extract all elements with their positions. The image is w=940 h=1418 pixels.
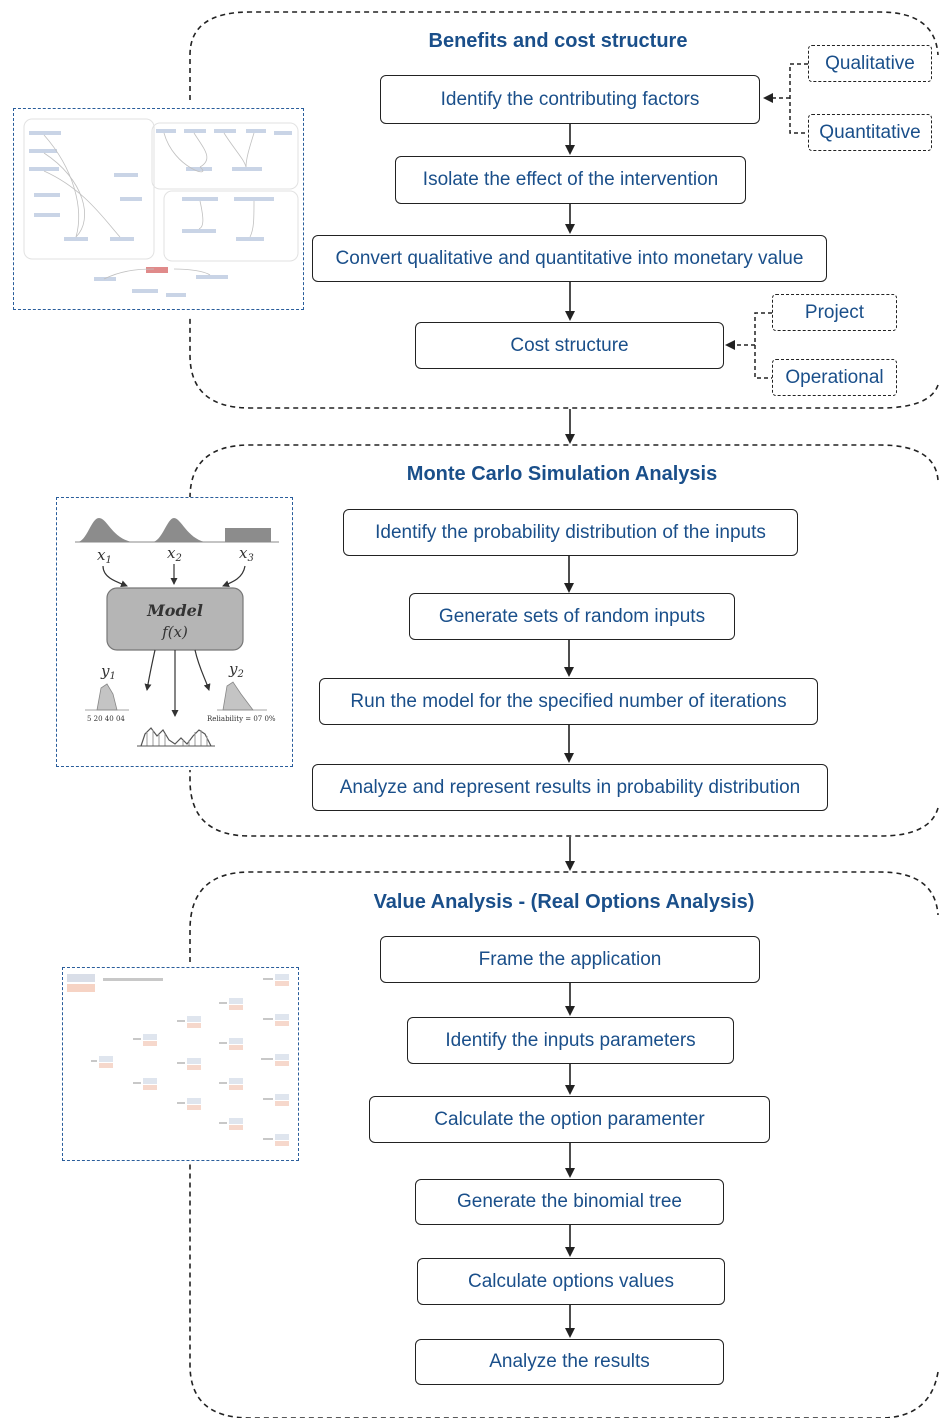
step-analyze-results: Analyze the results — [415, 1339, 724, 1385]
section-montecarlo-outline — [189, 444, 939, 837]
step-convert-monetary: Convert qualitative and quantitative int… — [312, 235, 827, 282]
input-x1-label: x1 — [97, 546, 112, 566]
model-label: Model — [146, 601, 203, 620]
montecarlo-model-thumbnail: x1 x2 x3 Model f(x) y1 y2 5 20 40 04 Rel… — [56, 497, 293, 767]
step-identify-distribution: Identify the probability distribution of… — [343, 509, 798, 556]
section-benefits-outline — [189, 11, 939, 409]
input-distribution-2 — [152, 518, 205, 542]
step-identify-factors: Identify the contributing factors — [380, 75, 760, 124]
tag-qualitative: Qualitative — [808, 45, 932, 82]
output-y1-label: y1 — [100, 662, 116, 682]
input-x3-label: x3 — [239, 544, 254, 564]
tag-operational: Operational — [772, 359, 897, 396]
tag-project: Project — [772, 294, 897, 331]
output-distribution-1 — [96, 683, 118, 711]
step-identify-inputs: Identify the inputs parameters — [407, 1017, 734, 1064]
reliability-label: Reliability = 07 0% — [207, 715, 276, 723]
section-title-montecarlo: Monte Carlo Simulation Analysis — [406, 463, 718, 485]
binomial-tree-thumbnail — [62, 967, 299, 1161]
step-analyze-represent: Analyze and represent results in probabi… — [312, 764, 828, 811]
tag-connector — [765, 63, 808, 134]
tag-quantitative: Quantitative — [808, 114, 932, 151]
section-title-benefits: Benefits and cost structure — [428, 30, 688, 52]
input-distribution-1 — [77, 518, 132, 542]
model-function: f(x) — [161, 623, 188, 641]
output-y2-label: y2 — [228, 660, 244, 680]
step-frame-application: Frame the application — [380, 936, 760, 983]
output-histogram — [140, 727, 212, 747]
step-generate-random-inputs: Generate sets of random inputs — [409, 593, 735, 640]
causal-diagram-thumbnail — [13, 108, 304, 310]
step-cost-structure: Cost structure — [415, 322, 724, 369]
causal-diagram-image — [23, 118, 299, 297]
output-distribution-2 — [222, 681, 254, 711]
step-isolate-effect: Isolate the effect of the intervention — [395, 156, 746, 204]
step-calculate-options-values: Calculate options values — [417, 1258, 725, 1305]
output-axis-label: 5 20 40 04 — [87, 715, 125, 723]
step-generate-binomial-tree: Generate the binomial tree — [415, 1179, 724, 1225]
step-run-model: Run the model for the specified number o… — [319, 678, 818, 725]
step-calculate-option-parameter: Calculate the option paramenter — [369, 1096, 770, 1143]
tag-connector — [727, 312, 772, 379]
input-x2-label: x2 — [167, 544, 182, 564]
montecarlo-model-image: x1 x2 x3 Model f(x) y1 y2 5 20 40 04 Rel… — [75, 518, 279, 747]
input-distribution-3 — [225, 528, 271, 542]
section-title-value-analysis: Value Analysis - (Real Options Analysis) — [373, 891, 755, 913]
binomial-tree-image — [67, 974, 289, 1146]
